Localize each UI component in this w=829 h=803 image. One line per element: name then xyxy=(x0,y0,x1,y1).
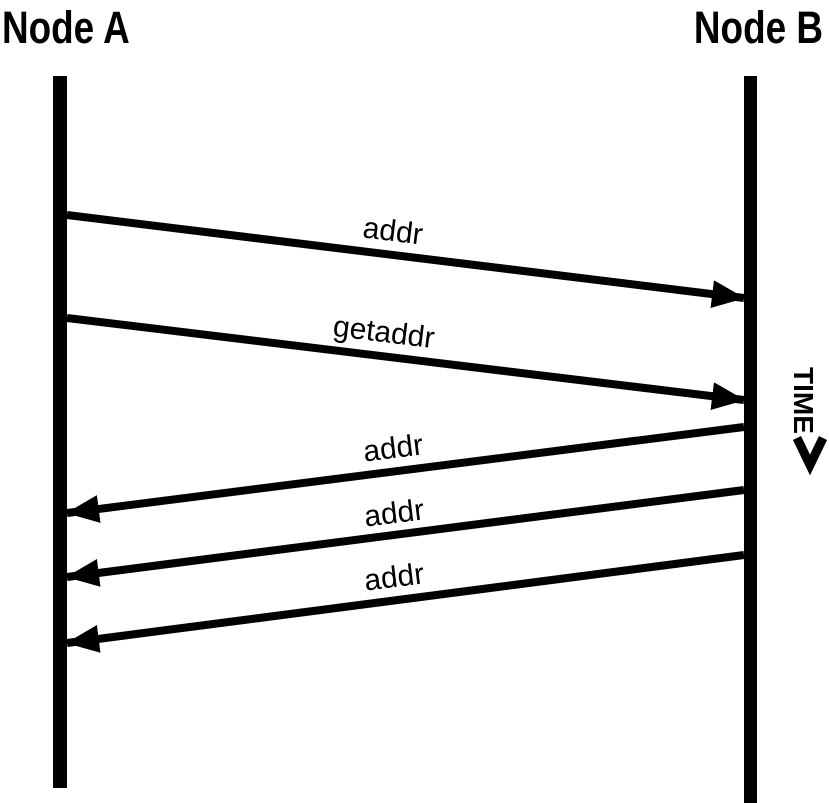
time-axis-down-arrow-icon xyxy=(792,436,828,476)
message-label: addr xyxy=(361,428,425,468)
message-arrow xyxy=(66,314,745,411)
message-arrow xyxy=(66,551,745,653)
node-b-title: Node B xyxy=(694,3,823,53)
message-getaddr: getaddr xyxy=(66,310,745,411)
message-label: addr xyxy=(361,211,425,251)
message-addr-3: addr xyxy=(66,486,745,587)
message-arrow xyxy=(66,211,745,309)
node-a-title: Node A xyxy=(2,3,130,53)
message-addr-4: addr xyxy=(66,551,745,653)
message-label: addr xyxy=(362,493,426,533)
lifeline-node-a xyxy=(53,76,67,788)
lifeline-node-b xyxy=(744,76,757,803)
message-arrow xyxy=(66,423,745,523)
message-addr-2: addr xyxy=(66,423,745,523)
time-axis-label: TIME xyxy=(788,367,819,434)
message-arrow xyxy=(66,486,745,587)
message-label: addr xyxy=(362,557,426,597)
time-axis: TIME xyxy=(788,367,828,476)
message-addr-1: addr xyxy=(66,211,745,309)
